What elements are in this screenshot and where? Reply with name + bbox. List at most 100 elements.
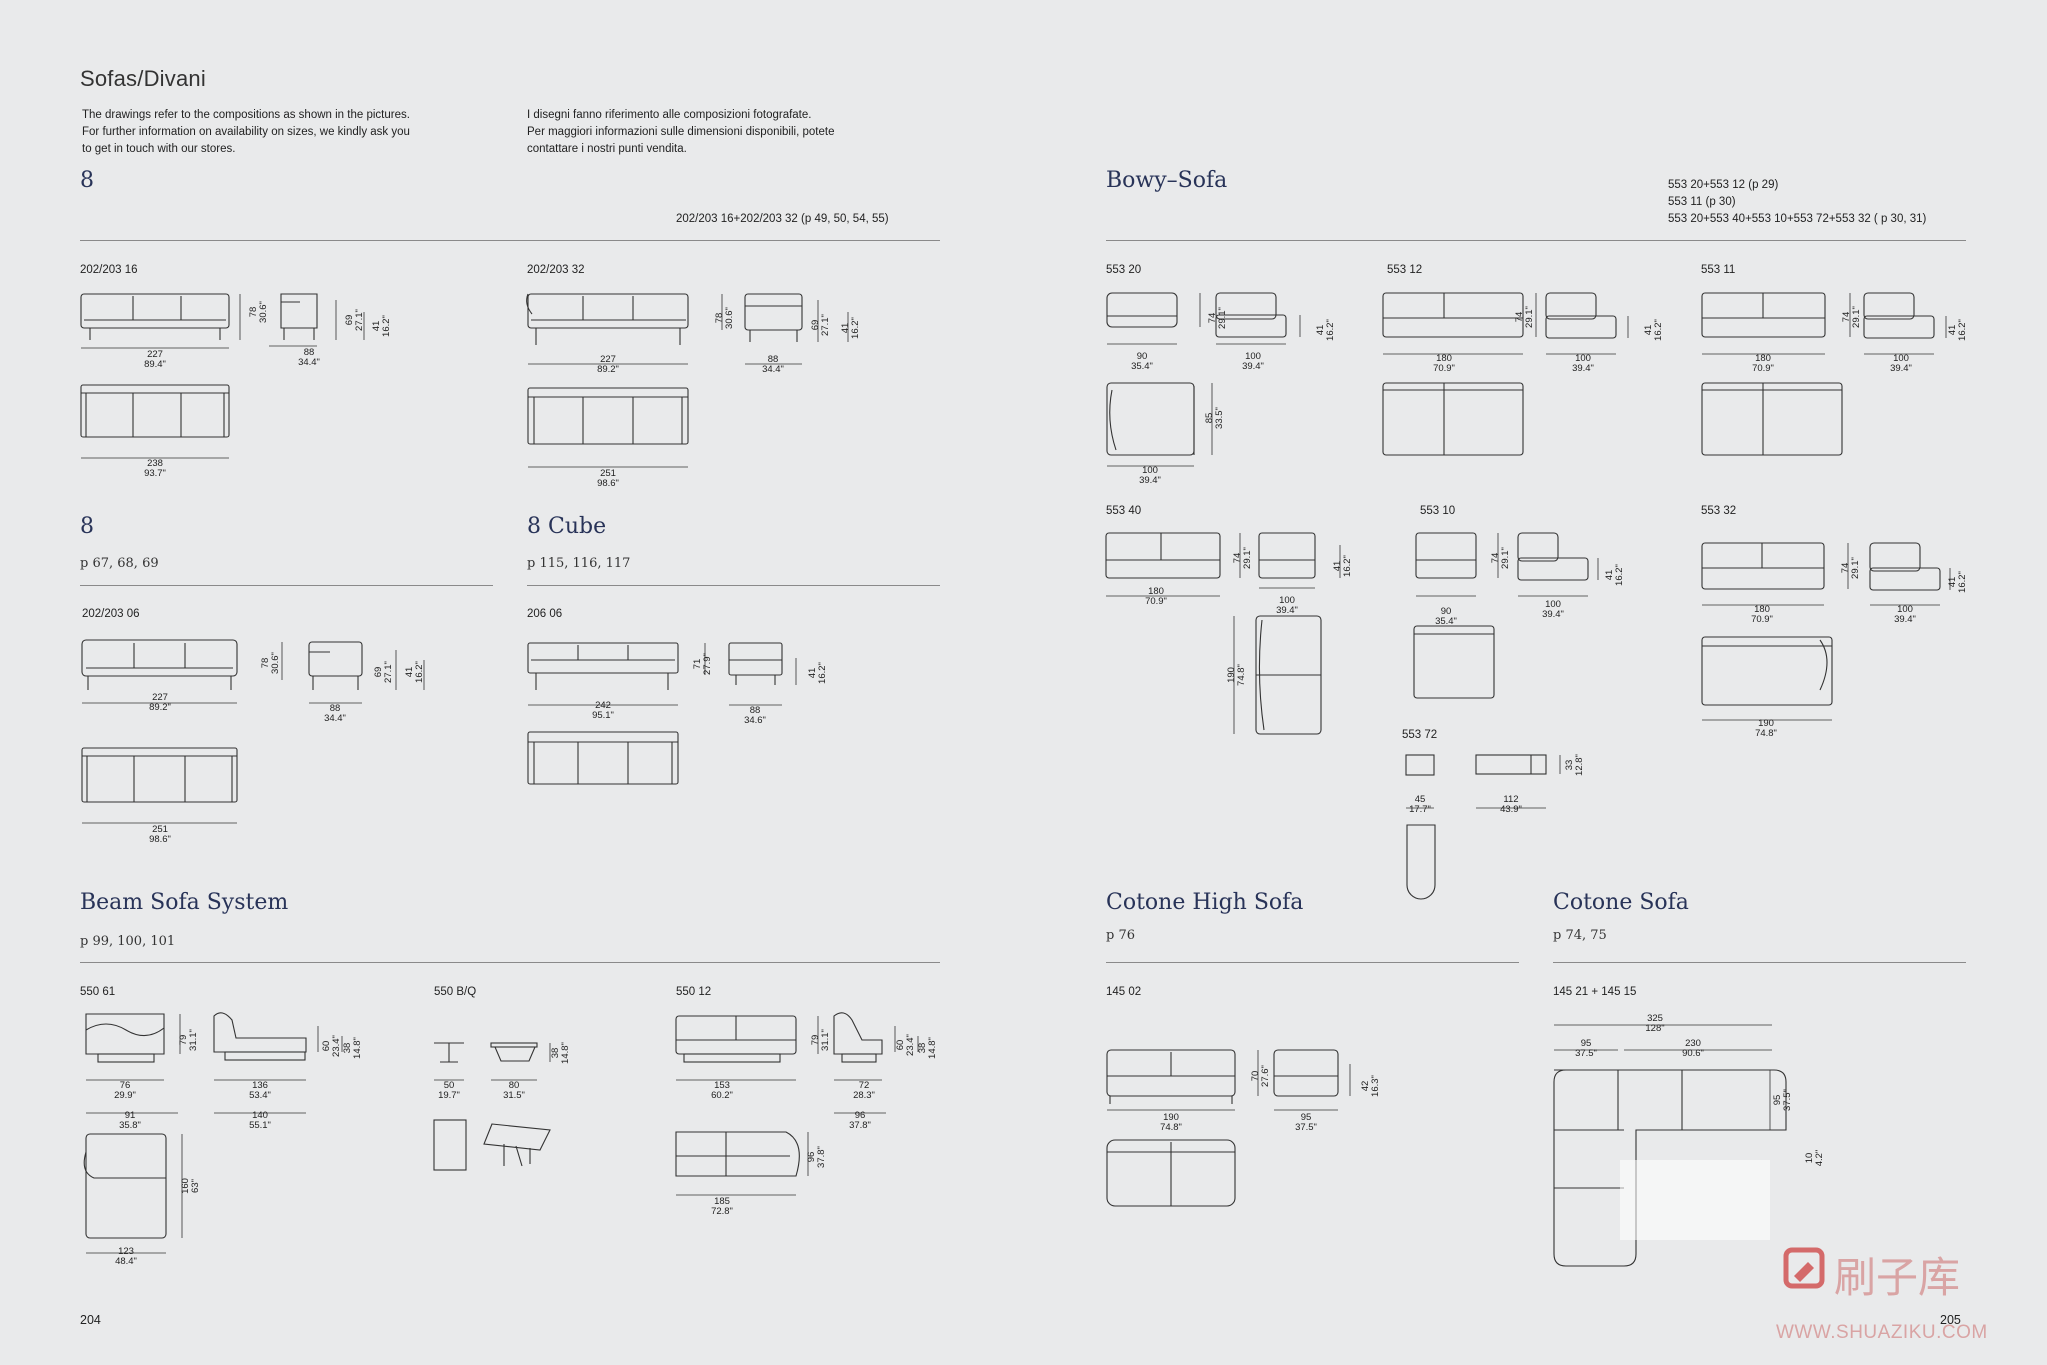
page-number-right: 205 xyxy=(1940,1313,1961,1327)
divider xyxy=(80,962,940,963)
intro-italian: I disegni fanno riferimento alle composi… xyxy=(527,107,834,158)
section-title-beam: Beam Sofa System xyxy=(80,890,289,915)
section-title-8b: 8 xyxy=(80,514,94,539)
product-code: 553 20 xyxy=(1106,264,1142,276)
dimension-label: 4116.2" xyxy=(404,661,425,683)
divider xyxy=(80,585,493,586)
dimension-label: 7429.1" xyxy=(1514,306,1535,328)
watermark-url: WWW.SHUAZIKU.COM xyxy=(1776,1322,1988,1343)
dimension-lines xyxy=(82,642,425,824)
sofa-plan-view xyxy=(1106,382,1195,456)
sofa-side-view xyxy=(728,642,783,685)
divider xyxy=(1553,962,1966,963)
table-drawing xyxy=(1405,754,1547,900)
intro-it-line: I disegni fanno riferimento alle composi… xyxy=(527,109,812,121)
sofa-front-view xyxy=(675,1012,883,1063)
sofa-front-view xyxy=(1106,1049,1339,1104)
dimension-label: 9637.8" xyxy=(806,1146,827,1168)
product-code: 550 61 xyxy=(80,986,116,998)
dimension-label: 7830.6" xyxy=(248,301,269,323)
intro-english: The drawings refer to the compositions a… xyxy=(82,107,410,158)
dimension-label: 8533.5" xyxy=(1204,407,1225,429)
dimension-label: 7027.6" xyxy=(1250,1065,1271,1087)
dimension-label: 4116.2" xyxy=(1947,571,1968,593)
section-title-8: 8 xyxy=(80,168,94,193)
product-code: 206 06 xyxy=(527,608,563,620)
sofa-plan-view xyxy=(81,747,238,803)
ref-line: 553 20+553 40+553 10+553 72+553 32 ( p 3… xyxy=(1668,213,1927,225)
section-pages-beam: p 99, 100, 101 xyxy=(80,934,176,949)
dimension-label: 6927.1" xyxy=(373,661,394,683)
sofa-front-view xyxy=(1105,532,1316,579)
sofa-front-view xyxy=(80,293,230,340)
dimension-label: 7429.1" xyxy=(1232,547,1253,569)
sofa-front-view xyxy=(85,1012,307,1063)
dimension-label: 4116.2" xyxy=(1332,555,1353,577)
product-code: 553 12 xyxy=(1387,264,1423,276)
dimension-lines xyxy=(1554,1024,1772,1130)
product-code: 202/203 16 xyxy=(80,264,138,276)
dimension-lines xyxy=(434,1043,551,1081)
sofa-plan-view xyxy=(1255,615,1322,735)
product-code: 550 B/Q xyxy=(434,986,477,998)
page-title: Sofas/Divani xyxy=(80,66,206,91)
intro-en-line: to get in touch with our stores. xyxy=(82,143,236,155)
section-title-bowy: Bowy–Sofa xyxy=(1106,168,1228,193)
dimension-lines xyxy=(1702,293,1947,355)
dimension-label: 4116.2" xyxy=(1604,564,1625,586)
dimension-lines xyxy=(1383,293,1629,355)
dimension-lines xyxy=(1107,293,1301,467)
dimension-label: 7429.1" xyxy=(1841,306,1862,328)
section-pages-cotone-high: p 76 xyxy=(1106,928,1135,943)
dimension-label: 6023.4" xyxy=(321,1035,342,1057)
sofa-plan-view xyxy=(1553,1069,1787,1267)
dimension-label: 4116.2" xyxy=(1643,319,1664,341)
dimension-label: 3814.8" xyxy=(342,1037,363,1059)
product-code: 553 32 xyxy=(1701,505,1737,517)
sofa-plan-view xyxy=(83,1133,167,1239)
sofa-side-view xyxy=(280,293,318,340)
table-drawing xyxy=(433,1042,551,1171)
ref-line: 553 11 (p 30) xyxy=(1668,196,1736,208)
sofa-plan-view xyxy=(527,731,679,785)
intro-en-line: The drawings refer to the compositions a… xyxy=(82,109,410,121)
dimension-lines xyxy=(86,1014,343,1254)
sofa-plan-view xyxy=(1701,636,1833,706)
product-code: 145 02 xyxy=(1106,986,1142,998)
section-pages-8cube: p 115, 116, 117 xyxy=(527,556,631,571)
dimension-lines xyxy=(1702,543,1951,721)
section-title-8cube: 8 Cube xyxy=(527,514,607,539)
section-title-cotone: Cotone Sofa xyxy=(1553,890,1689,915)
product-code: 553 11 xyxy=(1701,264,1736,276)
section-pages-8b: p 67, 68, 69 xyxy=(80,556,159,571)
dimension-label: 16063" xyxy=(180,1178,201,1194)
dimension-label: 4116.2" xyxy=(807,662,828,684)
product-code: 553 10 xyxy=(1420,505,1456,517)
sofa-plan-view xyxy=(80,384,230,438)
sofa-side-view xyxy=(308,641,363,690)
dimension-label: 7429.1" xyxy=(1490,547,1511,569)
sofa-plan-view xyxy=(1106,1139,1236,1207)
sofa-front-view xyxy=(1382,292,1617,339)
